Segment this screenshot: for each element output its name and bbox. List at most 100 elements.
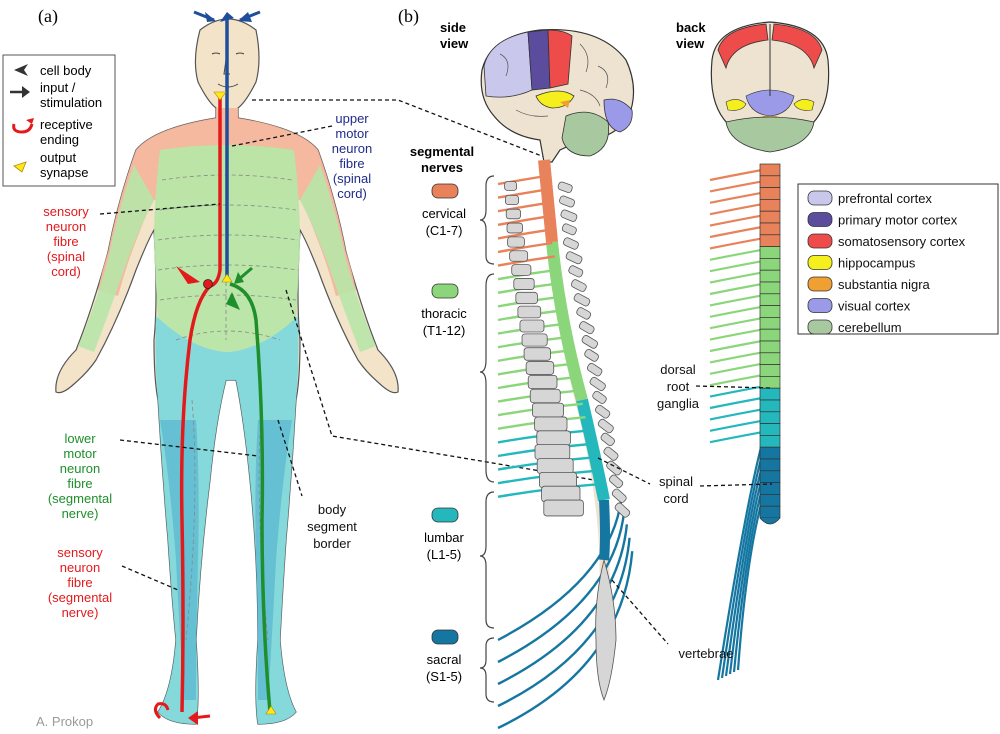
spinal-segment — [759, 187, 781, 200]
spinal-segment — [759, 163, 781, 177]
legend-cell-body: cell body — [40, 63, 92, 78]
body-segment-label: body segment border — [307, 502, 357, 551]
body-panel: (a) — [2, 6, 595, 729]
cell-body-icon — [14, 64, 28, 76]
sensory-synapse — [213, 91, 227, 101]
side-spinal-cord — [538, 159, 610, 601]
back-nerve — [709, 396, 763, 410]
vertebra-body — [511, 264, 532, 276]
back-nerve — [709, 237, 763, 250]
spinal-segment — [759, 435, 781, 448]
side-view-line-1: side — [440, 20, 466, 35]
spinal-segment — [759, 317, 781, 330]
dorsal-root-line-3: ganglia — [657, 396, 700, 411]
upper-motor-line-4: fibre — [339, 156, 364, 171]
side-nerve — [497, 241, 553, 254]
cervical-chip — [431, 183, 459, 199]
side-nerve — [497, 215, 550, 226]
spinal-segment — [759, 246, 781, 259]
lower-motor-line-3: neuron — [60, 461, 100, 476]
spinal-segment — [759, 269, 781, 283]
brain-legend-swatch — [807, 233, 833, 249]
back-view-line-2: view — [676, 36, 705, 51]
thoracic-label: thoracic — [421, 306, 467, 321]
segmental-nerves-line-2: nerves — [421, 160, 463, 175]
back-nerve — [709, 260, 763, 273]
brain-legend-swatch — [807, 212, 833, 227]
side-nerve — [497, 537, 631, 708]
vertebra-body — [534, 416, 568, 432]
motor-input-arrowhead — [234, 272, 244, 284]
back-nerve — [709, 248, 763, 261]
back-nerve — [709, 374, 763, 387]
lumbar-chip — [431, 507, 459, 523]
spinal-segment — [759, 376, 781, 389]
cord-tip — [759, 517, 781, 525]
spinal-segment — [759, 470, 781, 483]
sensory-segmental-line-1: sensory — [57, 545, 103, 560]
upper-motor-line-5: (spinal — [333, 171, 371, 186]
spinal-segment — [759, 210, 781, 224]
input-arrowhead-left — [205, 12, 216, 22]
lower-motor-line-1: lower — [64, 431, 96, 446]
vertebra-body — [529, 388, 561, 404]
vertebra-body — [541, 485, 581, 503]
side-nerve — [497, 497, 623, 642]
spinal-segment — [759, 175, 781, 188]
legend-synapse: synapse — [40, 165, 88, 180]
vertebra-body — [536, 430, 571, 446]
back-nerve — [732, 488, 764, 673]
spinal-segment — [759, 494, 781, 507]
vertebra-body — [525, 361, 555, 375]
sacral-dermatome-left — [160, 420, 199, 700]
body-segment-line-3: border — [313, 536, 351, 551]
sensory-spinal-line-1: sensory — [43, 204, 89, 219]
dorsal-root-label: dorsal root ganglia — [657, 362, 700, 411]
spinal-segment — [759, 423, 781, 436]
back-nerve — [709, 408, 763, 421]
vertebra-process — [603, 446, 619, 461]
dorsal-root-line-2: root — [667, 379, 690, 394]
brain-legend-label: hippocampus — [838, 256, 916, 271]
sensory-spinal-line-5: cord) — [51, 264, 81, 279]
vertebra-process — [573, 293, 591, 307]
spine-panel: (b) side view back view — [398, 6, 999, 730]
spinal-segment — [759, 199, 781, 212]
upper-motor-line-2: motor — [335, 126, 369, 141]
back-nerve — [709, 305, 763, 318]
sacral-chip — [431, 629, 459, 645]
sensory-spinal-line-4: (spinal — [47, 249, 85, 264]
sacral-label: sacral — [427, 652, 462, 667]
body-segment-line-1: body — [318, 502, 347, 517]
vertebra-process — [600, 432, 615, 447]
back-nerve — [709, 168, 763, 182]
vertebra-body — [536, 458, 574, 474]
back-nerve — [709, 317, 763, 330]
vertebra-process — [560, 209, 578, 222]
side-nerve — [497, 188, 548, 199]
vertebra-process — [578, 321, 595, 335]
brain-legend-swatch — [807, 298, 833, 313]
spinal-segment — [759, 258, 781, 271]
back-nerve — [736, 500, 764, 671]
side-vertebrae-bodies — [504, 181, 584, 517]
brain-legend-label: cerebellum — [838, 320, 902, 335]
vertebra-process — [614, 502, 631, 518]
back-nerve — [709, 214, 763, 227]
spinal-segment — [759, 446, 781, 460]
vertebra-process — [611, 488, 627, 503]
segmental-nerves-line-1: segmental — [410, 144, 474, 159]
legend-output: output — [40, 150, 77, 165]
brain-legend-label: primary motor cortex — [838, 213, 958, 228]
vertebra-process — [568, 265, 584, 278]
back-nerve — [720, 454, 764, 679]
back-nerve — [724, 466, 764, 677]
back-nerve — [709, 191, 763, 204]
neuron-legend: cell body input / stimulation receptive … — [2, 54, 116, 187]
lower-motor-label: lower motor neuron fibre (segmental nerv… — [48, 431, 112, 521]
thoracic-arm-left — [78, 165, 154, 352]
vertebra-process — [592, 390, 607, 404]
vertebra-body — [532, 402, 565, 418]
sensory-spinal-line-3: fibre — [53, 234, 78, 249]
